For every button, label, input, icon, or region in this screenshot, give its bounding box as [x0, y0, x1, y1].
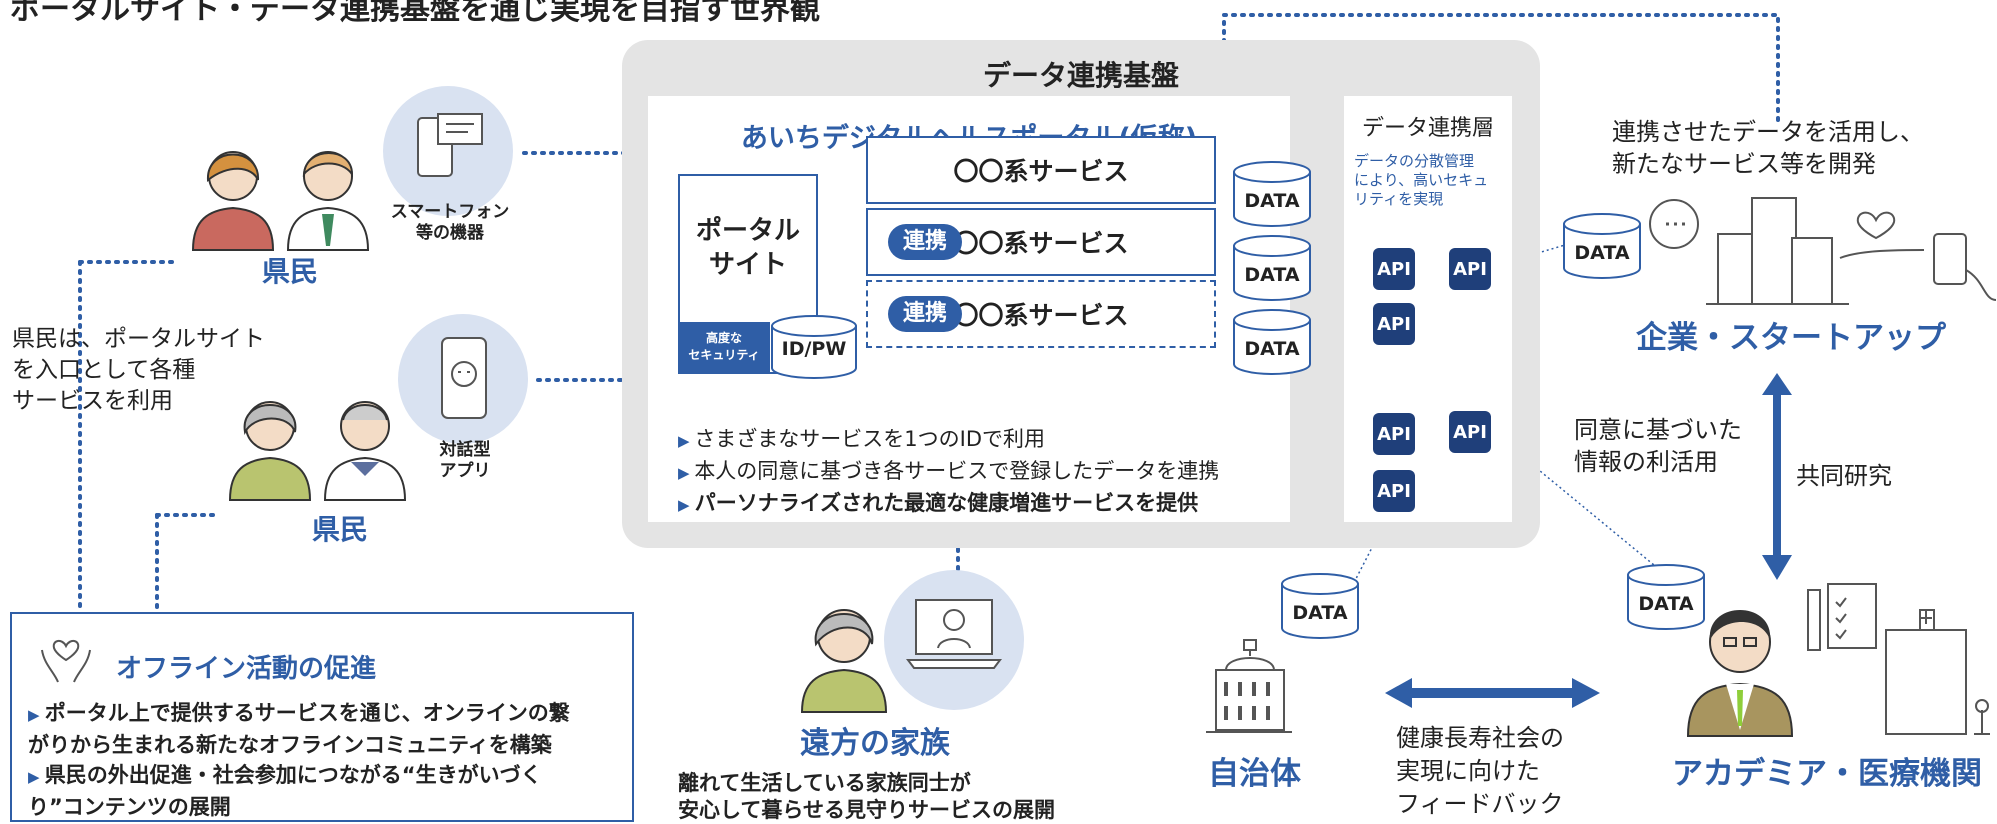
- laptop-video-icon: [906, 599, 1002, 669]
- academia-title: アカデミア・医療機関: [1672, 756, 1982, 792]
- page-title: ポータルサイト・データ連携基盤を通じ実現を目指す世界観: [10, 0, 820, 27]
- api-badge: API: [1373, 470, 1415, 512]
- family-title: 遠方の家族: [800, 726, 950, 761]
- database-icon: [1233, 161, 1311, 227]
- portal-bullet-1: さまざまなサービスを1つのIDで利用: [678, 424, 1219, 456]
- data-label: DATA: [1638, 593, 1694, 615]
- api-badge: API: [1373, 248, 1415, 290]
- data-layer-panel: データ連携層 データの分散管理 により、高いセキュ リティを実現: [1344, 96, 1512, 522]
- database-icon: [1233, 309, 1311, 375]
- portal-bullet-2: 本人の同意に基づき各サービスで登録したデータを連携: [678, 456, 1219, 488]
- joint-research-label: 共同研究: [1796, 462, 1892, 490]
- portal-bullet-3: パーソナライズされた最適な健康増進サービスを提供: [678, 488, 1219, 520]
- offline-activity-box: オフライン活動の促進 ポータル上で提供するサービスを通じ、オンラインの繋 がりか…: [10, 612, 634, 822]
- database-icon: [1563, 213, 1641, 279]
- portal-panel: あいちデジタルヘルスポータル(仮称) ポータル サイト 高度な セキュリティ I…: [648, 96, 1311, 522]
- company-buildings-icon: [1649, 197, 1997, 305]
- elderly-couple-icon: [228, 401, 407, 501]
- company-description: 連携させたデータを活用し、 新たなサービス等を開発: [1612, 118, 1924, 178]
- portal-site-label: ポータル サイト: [695, 216, 800, 280]
- link-pill-1: 連携: [888, 224, 962, 260]
- link-pill-2: 連携: [888, 296, 962, 332]
- layer-title: データ連携層: [1361, 116, 1494, 141]
- citizen-label-1: 県民: [262, 255, 319, 288]
- family-description: 離れて生活している家族同士が 安心して暮らせる見守りサービスの展開: [678, 771, 1055, 822]
- device1-label: スマートフォン 等の機器: [390, 202, 510, 243]
- data-label: DATA: [1244, 264, 1300, 286]
- database-icon: [1233, 235, 1311, 301]
- api-badge: API: [1449, 248, 1491, 290]
- data-label: DATA: [1574, 242, 1630, 264]
- offline-title: オフライン活動の促進: [116, 654, 377, 684]
- service-box-3: 〇〇系サービス: [866, 280, 1216, 348]
- chat-app-phone-icon: [441, 337, 487, 419]
- idpw-database-icon: [771, 315, 857, 379]
- hands-heart-icon: [41, 640, 91, 683]
- device2-label: 対話型 アプリ: [439, 440, 491, 481]
- citizen-description: 県民は、ポータルサイト を入口として各種 サービスを利用: [12, 326, 265, 414]
- municipality-title: 自治体: [1208, 756, 1301, 792]
- platform-title: データ連携基盤: [982, 59, 1179, 92]
- database-icon: [1281, 573, 1359, 639]
- portal-bullets: さまざまなサービスを1つのIDで利用 本人の同意に基づき各サービスで登録したデー…: [678, 424, 1219, 520]
- family-member-icon: [800, 609, 888, 713]
- city-hall-icon: [1206, 639, 1292, 733]
- offline-bullet-1: ポータル上で提供するサービスを通じ、オンラインの繋 がりから生まれる新たなオフラ…: [28, 698, 570, 760]
- security-badge: 高度な セキュリティ: [678, 322, 770, 372]
- api-badge: API: [1373, 413, 1415, 455]
- offline-bullets: ポータル上で提供するサービスを通じ、オンラインの繋 がりから生まれる新たなオフラ…: [28, 698, 570, 822]
- database-icon: [1627, 564, 1705, 630]
- api-badge: API: [1449, 411, 1491, 453]
- feedback-label: 健康長寿社会の 実現に向けた フィードバック: [1396, 724, 1564, 818]
- citizen-couple-icon: [191, 151, 370, 251]
- academia-doctor-icon: [1686, 583, 1990, 737]
- data-label: DATA: [1292, 602, 1348, 624]
- service-box-1: 〇〇系サービス: [866, 136, 1216, 204]
- offline-bullet-2: 県民の外出促進・社会参加につながる“生きがいづく り”コンテンツの展開: [28, 760, 570, 822]
- consent-label: 同意に基づいた 情報の利活用: [1574, 416, 1742, 476]
- idpw-label: ID/PW: [781, 338, 847, 360]
- data-label: DATA: [1244, 190, 1300, 212]
- layer-description: データの分散管理 により、高いセキュ リティを実現: [1354, 152, 1489, 208]
- citizen-label-2: 県民: [312, 513, 369, 546]
- data-label: DATA: [1244, 338, 1300, 360]
- api-badge: API: [1373, 303, 1415, 345]
- company-title: 企業・スタートアップ: [1636, 320, 1946, 356]
- top-dotted-link: [1222, 13, 1780, 127]
- smartphone-icon: [417, 113, 483, 177]
